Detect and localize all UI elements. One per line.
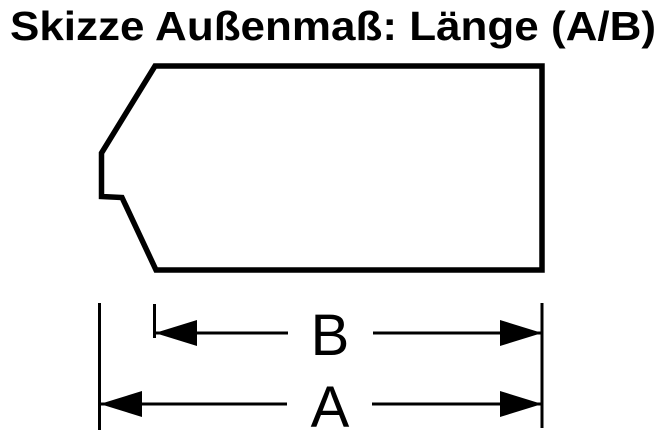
dim-b-label: B (311, 303, 350, 368)
dimension-a: A (100, 375, 542, 440)
dim-b-right-arrowhead-icon (500, 320, 542, 346)
dim-a-right-arrowhead-icon (500, 391, 542, 417)
dim-b-left-arrowhead-icon (155, 320, 197, 346)
bin-profile-outline (98, 63, 545, 273)
dim-a-label: A (311, 375, 350, 440)
page-title: Skizze Außenmaß: Länge (A/B) (10, 3, 656, 49)
dim-a-left-arrowhead-icon (100, 391, 142, 417)
dimension-b: B (155, 303, 542, 368)
